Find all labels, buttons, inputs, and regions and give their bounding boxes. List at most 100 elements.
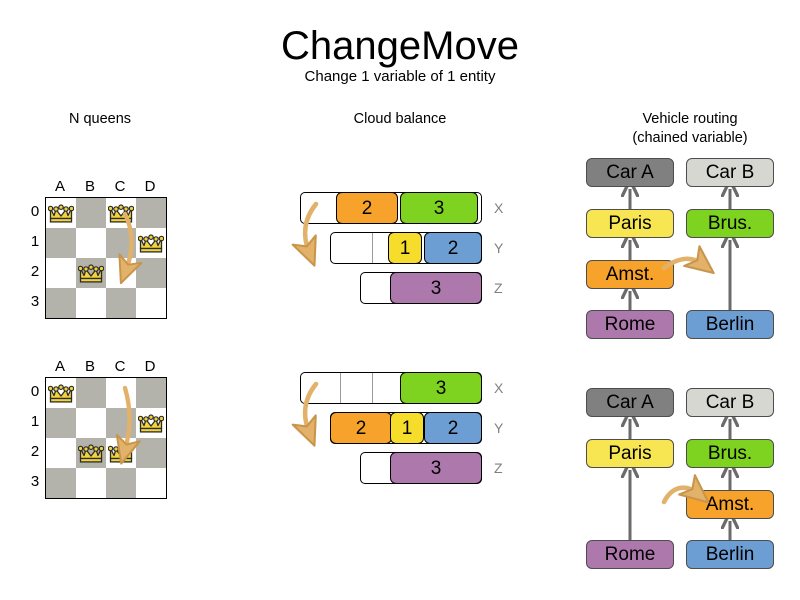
route-node[interactable]: Berlin — [686, 310, 774, 339]
process-block[interactable]: 3 — [390, 272, 482, 304]
route-node[interactable]: Rome — [586, 310, 674, 339]
chessboard-cell[interactable] — [46, 288, 76, 318]
route-node[interactable]: Berlin — [686, 540, 774, 569]
chessboard-cell[interactable] — [106, 288, 136, 318]
chessboard-column-label: A — [54, 178, 65, 195]
process-block[interactable]: 3 — [390, 452, 482, 484]
chessboard-cell[interactable] — [136, 408, 166, 438]
process-block[interactable]: 2 — [336, 192, 398, 224]
chessboard-cell[interactable] — [46, 198, 76, 228]
chessboard-cell[interactable] — [106, 198, 136, 228]
process-block[interactable]: 2 — [424, 412, 482, 444]
chessboard-cell[interactable] — [46, 438, 76, 468]
route-node[interactable]: Rome — [586, 540, 674, 569]
capacity-divider — [372, 373, 373, 403]
chessboard-column-label: C — [114, 178, 126, 195]
route-node[interactable]: Car A — [586, 388, 674, 417]
chessboard-cell[interactable] — [46, 408, 76, 438]
route-node[interactable]: Car A — [586, 158, 674, 187]
chain-links — [580, 158, 790, 310]
process-block[interactable]: 2 — [330, 412, 392, 444]
routing-heading-line-1: Vehicle routing — [642, 111, 738, 127]
process-block[interactable]: 3 — [400, 192, 478, 224]
section-heading-vehicle-routing: Vehicle routing (chained variable) — [590, 110, 790, 148]
computer-label: Z — [494, 280, 503, 296]
route-node[interactable]: Paris — [586, 209, 674, 238]
chessboard-row-label: 3 — [30, 293, 40, 310]
chessboard-cell[interactable] — [76, 288, 106, 318]
chessboard-cell[interactable] — [76, 468, 106, 498]
route-node[interactable]: Brus. — [686, 209, 774, 238]
chessboard-cell[interactable] — [136, 258, 166, 288]
route-node[interactable]: Brus. — [686, 439, 774, 468]
chessboard-cell[interactable] — [76, 438, 106, 468]
chessboard-cell[interactable] — [46, 228, 76, 258]
chessboard-cell[interactable] — [46, 258, 76, 288]
chessboard-cell[interactable] — [46, 468, 76, 498]
chessboard-cell[interactable] — [76, 408, 106, 438]
page-subtitle: Change 1 variable of 1 entity — [304, 68, 496, 85]
chessboard-cell[interactable] — [76, 198, 106, 228]
chessboard-cell[interactable] — [76, 228, 106, 258]
chessboard-row-label: 2 — [30, 263, 40, 280]
capacity-divider — [340, 373, 341, 403]
computer-label: X — [494, 380, 504, 396]
chessboard-cell[interactable] — [76, 378, 106, 408]
chessboard-cell[interactable] — [76, 258, 106, 288]
chessboard-column-label: A — [54, 358, 65, 375]
section-heading-nqueens: N queens — [68, 111, 132, 127]
section-heading-cloud-balance: Cloud balance — [353, 111, 447, 127]
chessboard-row-label: 2 — [30, 443, 40, 460]
chain-links — [580, 388, 790, 540]
process-block[interactable]: 1 — [388, 232, 422, 264]
chessboard-cell[interactable] — [46, 378, 76, 408]
chessboard-cell[interactable] — [136, 288, 166, 318]
chessboard-row-label: 3 — [30, 473, 40, 490]
chessboard-column-label: D — [144, 178, 156, 195]
chessboard-column-label: D — [144, 358, 156, 375]
chessboard-row-labels: 0 1 2 3 — [28, 377, 44, 497]
route-node[interactable]: Amst. — [686, 490, 774, 519]
chessboard-row-label: 0 — [30, 383, 40, 400]
process-block[interactable]: 2 — [424, 232, 482, 264]
chessboard-cell[interactable] — [106, 438, 136, 468]
chessboard-column-labels: A B C D — [45, 178, 165, 198]
computer-label: X — [494, 200, 504, 216]
chessboard-column-label: B — [84, 178, 95, 195]
computer-label: Z — [494, 460, 503, 476]
route-node[interactable]: Car B — [686, 158, 774, 187]
chessboard-grid — [45, 197, 167, 319]
chessboard-cell[interactable] — [106, 258, 136, 288]
chessboard-row-label: 1 — [30, 233, 40, 250]
page-title: ChangeMove — [281, 24, 519, 68]
chessboard-cell[interactable] — [136, 468, 166, 498]
computer-label: Y — [494, 240, 504, 256]
chessboard-cell[interactable] — [106, 408, 136, 438]
routing-heading-line-2: (chained variable) — [632, 130, 748, 146]
chessboard-cell[interactable] — [136, 438, 166, 468]
chessboard-cell[interactable] — [106, 468, 136, 498]
capacity-divider — [372, 233, 373, 263]
chessboard-cell[interactable] — [136, 228, 166, 258]
route-node[interactable]: Amst. — [586, 260, 674, 289]
route-node[interactable]: Paris — [586, 439, 674, 468]
chessboard-column-label: B — [84, 358, 95, 375]
computer-label: Y — [494, 420, 504, 436]
chessboard-cell[interactable] — [136, 378, 166, 408]
chessboard-grid — [45, 377, 167, 499]
route-node[interactable]: Car B — [686, 388, 774, 417]
chessboard-row-label: 1 — [30, 413, 40, 430]
process-block[interactable]: 1 — [390, 412, 424, 444]
process-block[interactable]: 3 — [400, 372, 482, 404]
chessboard-cell[interactable] — [136, 198, 166, 228]
chessboard-cell[interactable] — [106, 228, 136, 258]
chessboard-cell[interactable] — [106, 378, 136, 408]
